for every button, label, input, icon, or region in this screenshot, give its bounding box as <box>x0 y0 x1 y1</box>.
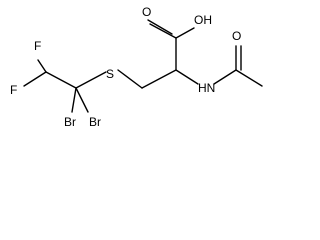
bond-c1-c2 <box>45 71 77 89</box>
bonds <box>23 19 263 113</box>
bond-c2-s <box>75 71 107 89</box>
bond-carbonyl-methyl <box>235 69 263 87</box>
atom-f-left: F <box>10 83 17 97</box>
bond-s-ch2 <box>117 69 143 89</box>
bond-ch2-alpha <box>141 69 177 89</box>
atom-br-right: Br <box>89 115 101 129</box>
bond-carboxyl-double-b <box>147 19 173 35</box>
bond-n-carbonyl <box>213 69 237 85</box>
bond-alpha-n <box>175 69 199 85</box>
bond-carboxyl-oh <box>175 27 195 39</box>
bond-c2-br-left <box>71 87 77 113</box>
atom-amide-oxygen: O <box>232 29 241 43</box>
bond-c2-br-right <box>75 87 89 113</box>
atom-hydroxyl: OH <box>194 13 212 27</box>
atom-labels: F F S Br Br O OH HN O <box>10 5 241 129</box>
structure-canvas: F F S Br Br O OH HN O <box>0 0 288 132</box>
structure-diagram: F F S Br Br O OH HN O <box>10 5 263 129</box>
atom-acid-oxygen: O <box>142 5 151 19</box>
bond-c1-f-top <box>37 59 47 73</box>
atom-f-top: F <box>34 39 41 53</box>
atom-sulfur: S <box>106 67 114 81</box>
bond-c1-f-left <box>23 71 47 87</box>
atom-amide-nh: HN <box>198 81 215 95</box>
atom-br-left: Br <box>64 115 76 129</box>
bond-carboxyl-double-a <box>149 23 177 39</box>
